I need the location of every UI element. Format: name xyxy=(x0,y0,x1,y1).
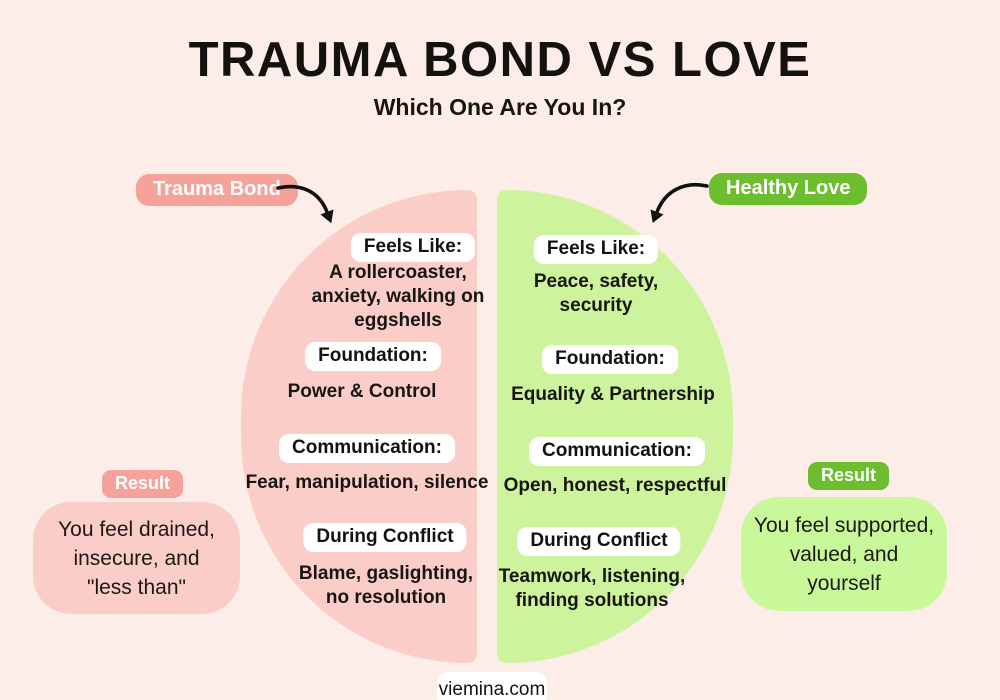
love-communication-text: Open, honest, respectful xyxy=(503,475,727,496)
trauma-foundation-text: Power & Control xyxy=(287,381,437,402)
love-feels-like-heading: Feels Like: xyxy=(533,235,659,264)
healthy-love-badge: Healthy Love xyxy=(709,173,868,205)
love-feels-like-text: Peace, safety, security xyxy=(533,271,659,316)
trauma-feels-like-heading: Feels Like: xyxy=(350,233,476,262)
love-foundation-text: Equality & Partnership xyxy=(511,384,715,405)
trauma-feels-like-text: A rollercoaster, anxiety, walking on egg… xyxy=(311,262,485,331)
trauma-during-conflict-text: Blame, gaslighting, no resolution xyxy=(298,563,474,608)
trauma-result-box: You feel drained, insecure, and "less th… xyxy=(33,502,240,614)
trauma-communication-heading: Communication: xyxy=(279,434,455,463)
love-during-conflict-text: Teamwork, listening, finding solutions xyxy=(498,566,686,611)
trauma-communication-text: Fear, manipulation, silence xyxy=(245,472,489,493)
trauma-result-badge: Result xyxy=(102,470,184,498)
arrow-to-trauma-icon xyxy=(276,184,334,224)
page-subtitle: Which One Are You In? xyxy=(373,94,627,120)
love-result-box: You feel supported, valued, and yourself xyxy=(741,497,947,611)
arrow-to-love-icon xyxy=(650,183,709,223)
love-during-conflict-heading: During Conflict xyxy=(517,527,681,556)
page-title: TRAUMA BOND VS LOVE xyxy=(188,33,812,87)
love-communication-heading: Communication: xyxy=(529,437,705,466)
love-result-badge: Result xyxy=(808,462,890,490)
trauma-during-conflict-heading: During Conflict xyxy=(303,523,467,552)
website-credit: viemina.com xyxy=(437,672,547,700)
trauma-bond-badge: Trauma Bond xyxy=(136,174,298,206)
trauma-foundation-heading: Foundation: xyxy=(305,342,441,371)
love-foundation-heading: Foundation: xyxy=(542,345,678,374)
